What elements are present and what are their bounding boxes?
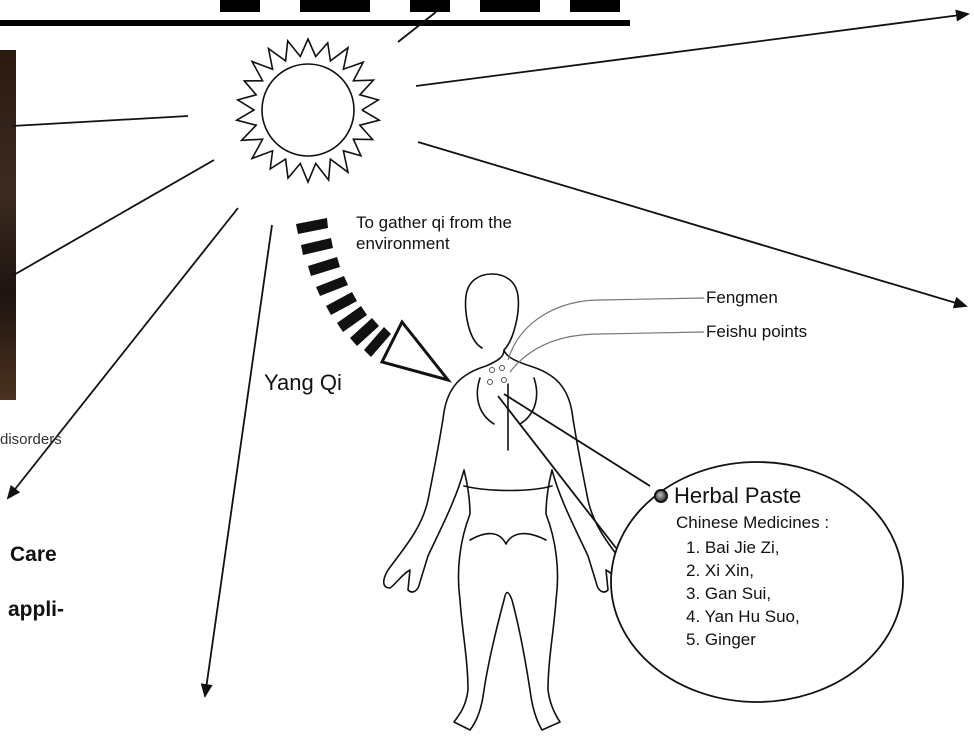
arrow-top-right: [416, 14, 968, 86]
medicine-item: 5. Ginger: [686, 628, 829, 651]
medicine-list: 1. Bai Jie Zi, 2. Xi Xin, 3. Gan Sui, 4.…: [654, 536, 829, 651]
yang-qi-arrowhead: [382, 322, 448, 380]
ray-left-upper: [12, 116, 188, 126]
yang-qi-label: Yang Qi: [264, 370, 342, 396]
medicine-item: 1. Bai Jie Zi,: [686, 536, 829, 559]
medicine-item: 3. Gan Sui,: [686, 582, 829, 605]
medicine-item: 2. Xi Xin,: [686, 559, 829, 582]
care-fragment: Care: [10, 543, 57, 567]
feishu-label: Feishu points: [706, 322, 807, 342]
medicine-item: 4. Yan Hu Suo,: [686, 605, 829, 628]
caption-gather-qi: To gather qi from the environment: [356, 212, 586, 254]
herbal-paste-title: Herbal Paste: [654, 483, 829, 509]
leader-fengmen: [508, 298, 704, 360]
acupoint-markers: [488, 366, 507, 385]
sun-icon: [237, 39, 380, 182]
arrow-top-center: [398, 12, 436, 42]
herbal-paste-title-text: Herbal Paste: [674, 483, 801, 509]
arrow-down: [205, 225, 272, 696]
bullet-icon: [654, 489, 668, 503]
leader-feishu: [510, 332, 704, 372]
appli-fragment: appli-: [8, 598, 64, 622]
callout-pointer: [504, 394, 650, 486]
human-body-outline: [384, 274, 633, 730]
chinese-medicines-heading: Chinese Medicines :: [676, 513, 829, 533]
disorders-fragment: disorders: [0, 431, 62, 448]
herbal-paste-content: Herbal Paste Chinese Medicines : 1. Bai …: [654, 483, 829, 651]
fengmen-label: Fengmen: [706, 288, 778, 308]
arrow-lower-left: [8, 208, 238, 498]
ray-left-middle: [12, 160, 214, 276]
